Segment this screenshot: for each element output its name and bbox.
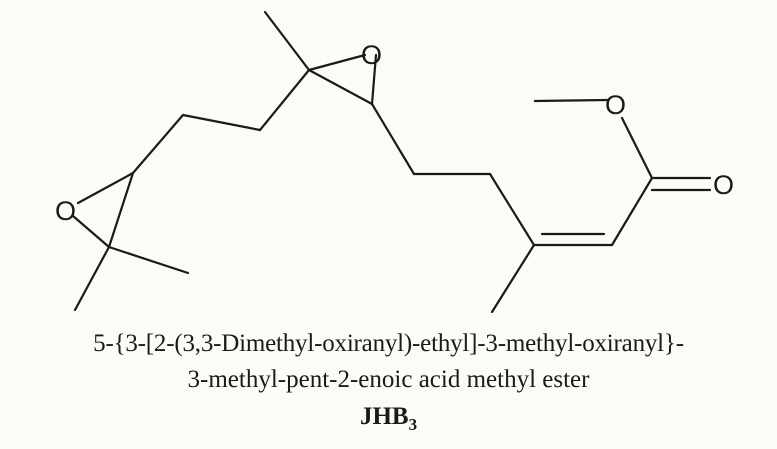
- bond-left-epoxide-c-o: [76, 171, 135, 205]
- compound-label-text: JHB: [359, 403, 409, 430]
- jhb3-structural-formula: O O O O: [55, 10, 734, 314]
- bond-c1-o-ester: [620, 116, 654, 180]
- bond-chain-3: [131, 113, 185, 175]
- bond-left-epoxide-c-c: [107, 171, 135, 249]
- bond-chain-6: [488, 172, 536, 247]
- bond-chain-1: [258, 68, 311, 132]
- iupac-name-line-1: 5-{3-[2-(3,3-Dimethyl-oxiranyl)-ethyl]-3…: [93, 330, 684, 357]
- bond-chain-2: [181, 113, 262, 132]
- compound-label: JHB3: [0, 403, 777, 435]
- atom-label-oxygen-left-epoxide: O: [55, 196, 76, 226]
- iupac-name-line-2: 3-methyl-pent-2-enoic acid methyl ester: [187, 366, 590, 393]
- bond-top-epoxide-c-o: [307, 53, 367, 72]
- bond-o-methyl: [533, 98, 609, 103]
- atom-label-oxygen-ester: O: [605, 90, 626, 120]
- compound-label-subscript: 3: [408, 415, 418, 434]
- bond-vinyl-methyl: [490, 243, 536, 314]
- bond-top-epoxide-c-c: [307, 68, 374, 106]
- bond-methyl-right: [107, 245, 190, 275]
- bond-top-epoxide-o-c: [370, 53, 378, 106]
- atom-label-oxygen-carbonyl: O: [713, 170, 734, 200]
- bond-methyl-top: [263, 10, 311, 72]
- skeleton-bonds: [71, 10, 712, 314]
- atom-label-oxygen-top-epoxide: O: [361, 40, 382, 70]
- bond-methyl-down: [73, 245, 111, 312]
- bond-chain-4: [370, 102, 416, 176]
- bond-c2-c1: [610, 176, 654, 247]
- bond-left-epoxide-o-c: [71, 214, 111, 249]
